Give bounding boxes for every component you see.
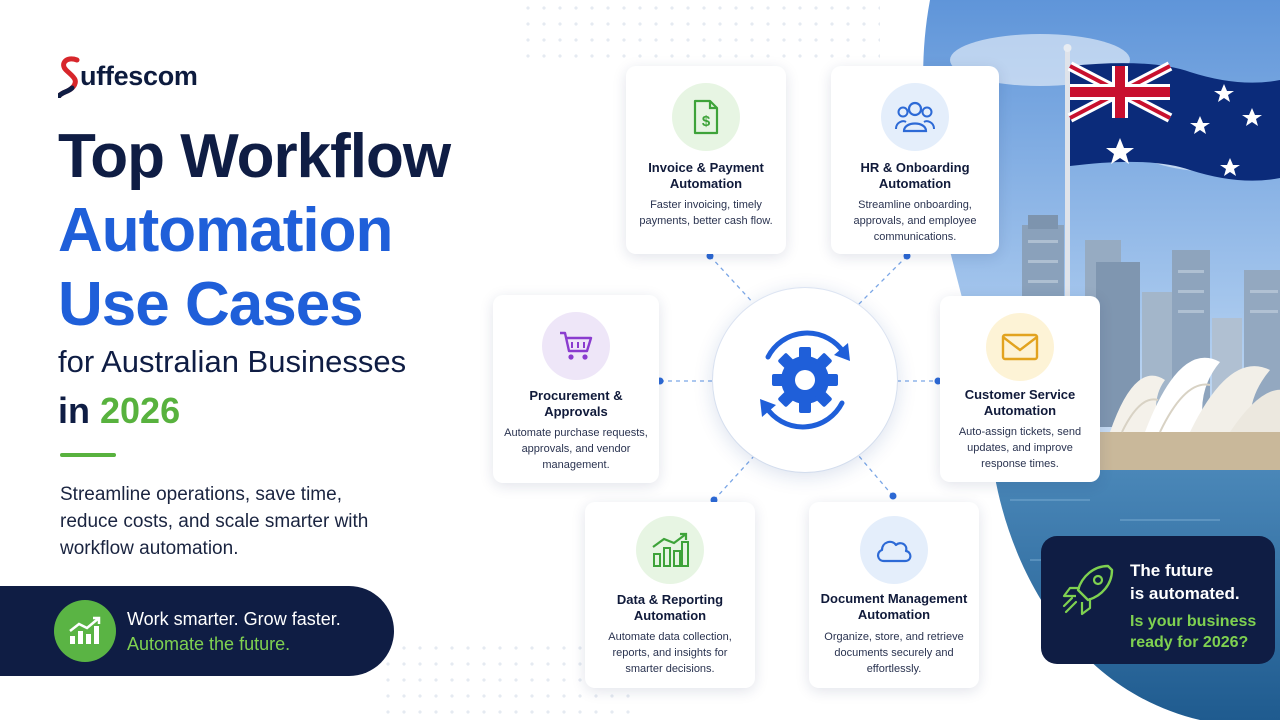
card-text: Automate purchase requests, approvals, a… (504, 427, 648, 471)
svg-text:$: $ (702, 113, 711, 130)
description-text: Streamline operations, save time, reduce… (60, 484, 369, 559)
bar-chart-icon (636, 516, 704, 584)
banner-line-1: Work smarter. Grow faster. (127, 609, 341, 629)
card-hr-onboarding[interactable]: HR & Onboarding Automation Streamline on… (831, 66, 999, 254)
people-group-icon (881, 83, 949, 151)
future-line-3: Is your business (1130, 613, 1257, 630)
card-document-management[interactable]: Document Management Automation Organize,… (809, 502, 979, 688)
future-line-4: ready for 2026? (1130, 634, 1249, 651)
headline-line-1: Top Workflow (58, 122, 451, 191)
headline-line-3: Use Cases (58, 270, 364, 339)
envelope-icon (986, 313, 1054, 381)
headline-year-line: in 2026 (58, 390, 180, 432)
card-customer-service[interactable]: Customer Service Automation Auto-assign … (940, 296, 1100, 482)
logo-text: uffescom (80, 60, 198, 91)
headline-subtitle: for Australian Businesses (58, 344, 407, 379)
card-data-reporting[interactable]: Data & Reporting Automation Automate dat… (585, 502, 755, 688)
year-prefix: in (58, 390, 100, 431)
background-dot-pattern (520, 0, 880, 70)
card-invoice-payment[interactable]: $ Invoice & Payment Automation Faster in… (626, 66, 786, 254)
green-divider (60, 453, 116, 457)
card-text: Faster invoicing, timely payments, bette… (639, 199, 773, 227)
card-procurement[interactable]: Procurement & Approvals Automate purchas… (493, 295, 659, 483)
automation-hub (713, 288, 897, 472)
year-highlight: 2026 (100, 390, 181, 431)
card-title: Data & Reporting Automation (616, 592, 724, 623)
card-text: Auto-assign tickets, send updates, and i… (958, 426, 1082, 470)
headline-line-2: Automation (58, 196, 393, 265)
logo-s-mark-icon (58, 56, 80, 98)
growth-chart-icon (54, 600, 116, 662)
card-title: Procurement & Approvals (529, 388, 623, 419)
card-title: Document Management Automation (820, 591, 968, 622)
shopping-cart-icon (542, 312, 610, 380)
banner-line-2: Automate the future. (127, 634, 291, 654)
cloud-icon (860, 516, 928, 584)
card-text: Streamline onboarding, approvals, and em… (853, 199, 977, 243)
rocket-icon (1062, 564, 1114, 616)
suffescom-logo[interactable]: uffescom (58, 54, 198, 98)
card-text: Automate data collection, reports, and i… (608, 631, 732, 675)
card-title: Customer Service Automation (964, 387, 1076, 418)
future-callout (1041, 536, 1275, 664)
invoice-dollar-icon: $ (672, 83, 740, 151)
card-title: HR & Onboarding Automation (860, 160, 970, 191)
card-title: Invoice & Payment Automation (648, 160, 764, 191)
future-line-2: is automated. (1130, 584, 1240, 603)
future-line-1: The future (1130, 561, 1214, 580)
card-text: Organize, store, and retrieve documents … (824, 631, 964, 675)
gear-cycle-icon (760, 330, 850, 430)
